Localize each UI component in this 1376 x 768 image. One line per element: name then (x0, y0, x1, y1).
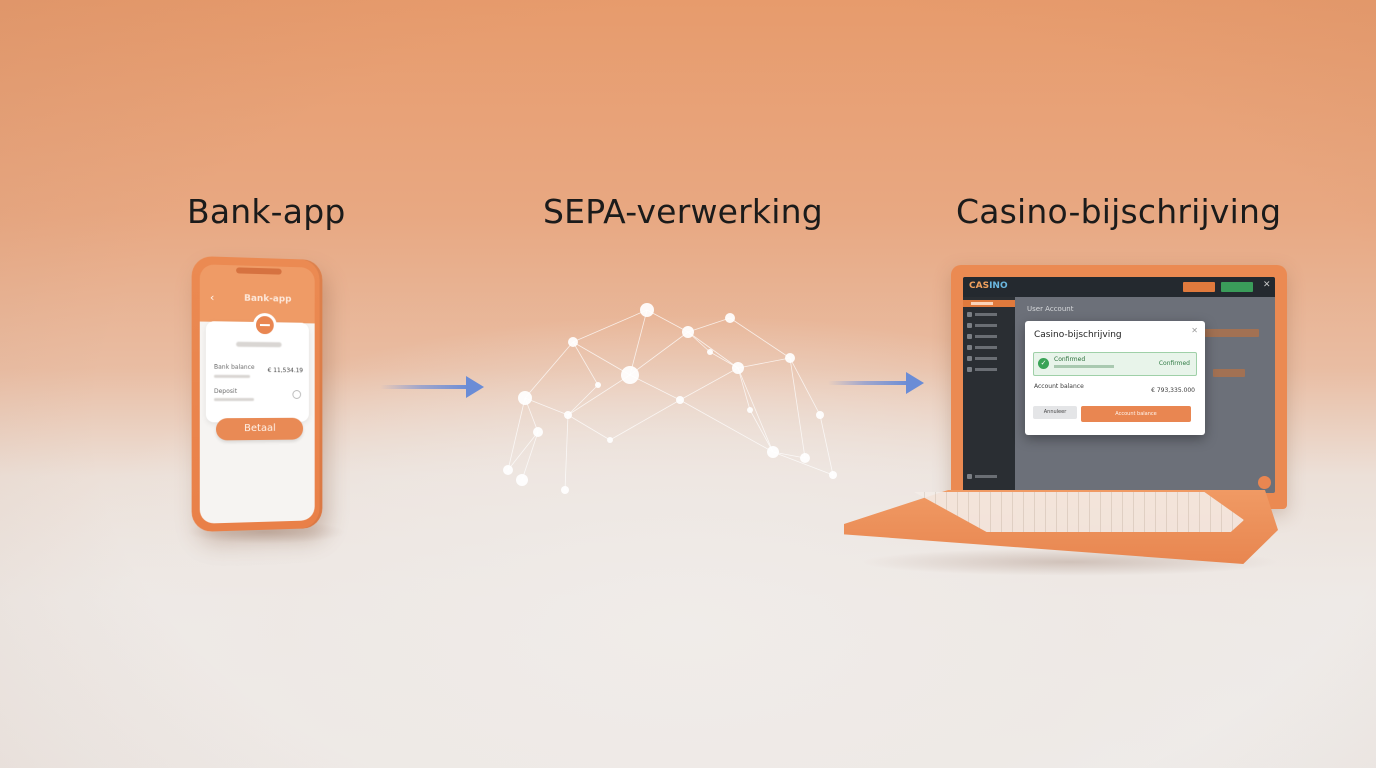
logo-part: INO (989, 281, 1008, 291)
sidebar-item[interactable] (967, 344, 1011, 351)
sidebar-item[interactable] (967, 311, 1011, 318)
phone-notch (236, 267, 282, 275)
laptop-screen: CASINO ✕ User Account Casino-bijschrijvi… (963, 277, 1275, 493)
blurred-text (213, 398, 255, 402)
chevron-left-icon[interactable]: ‹ (209, 290, 215, 305)
laptop-lid: CASINO ✕ User Account Casino-bijschrijvi… (951, 265, 1287, 509)
step-label-sepa: SEPA-verwerking (543, 192, 823, 231)
balance-label: Account balance (1034, 383, 1084, 390)
check-icon: ✓ (1038, 358, 1049, 369)
blurred-text (236, 341, 282, 348)
sidebar-item[interactable] (967, 366, 1011, 373)
flow-arrow-icon (828, 372, 924, 394)
casino-sidebar (963, 297, 1015, 493)
sidebar-item-active[interactable] (963, 300, 1015, 307)
confirm-button[interactable]: Account balance (1081, 406, 1191, 422)
close-icon[interactable]: ✕ (1191, 326, 1198, 335)
balance-value: € 11,534.19 (267, 367, 304, 375)
sidebar-item[interactable] (967, 355, 1011, 362)
phone-app-title: Bank-app (244, 293, 292, 305)
status-badge: Confirmed (1158, 360, 1190, 367)
sidebar-footer[interactable] (967, 473, 1011, 480)
logo-part: CAS (969, 281, 990, 291)
sidebar-item[interactable] (967, 322, 1011, 329)
deposit-button[interactable] (1183, 282, 1215, 292)
network-graph (503, 303, 837, 494)
phone-balance-card: Bank balance € 11,534.19 Deposit (205, 315, 309, 423)
page-title: User Account (1027, 305, 1074, 313)
status-subtext (1054, 365, 1114, 368)
background-row (1203, 329, 1259, 337)
balance-value: € 793,335.000 (1151, 387, 1195, 394)
casino-topbar: CASINO ✕ (963, 277, 1275, 297)
modal-title: Casino-bijschrijving (1034, 330, 1122, 340)
info-icon (292, 390, 302, 399)
blurred-text (213, 374, 251, 378)
phone-screen: ‹ Bank-app Bank balance € 11,534.19 Depo… (199, 264, 315, 524)
balance-label: Bank balance (213, 363, 255, 371)
coin-icon (256, 315, 274, 335)
deposit-label: Deposit (213, 387, 238, 396)
flow-arrow-icon (380, 376, 484, 398)
withdraw-button[interactable] (1221, 282, 1253, 292)
background-row (1213, 369, 1245, 377)
status-banner: ✓ Confirmed Confirmed (1033, 352, 1197, 376)
network-nodes (503, 303, 837, 494)
close-icon[interactable]: ✕ (1263, 280, 1271, 290)
network-edges (507, 309, 834, 491)
casino-credit-modal: Casino-bijschrijving ✕ ✓ Confirmed Confi… (1025, 321, 1205, 435)
sidebar-item[interactable] (967, 333, 1011, 340)
step-label-bank-app: Bank-app (187, 192, 346, 231)
pay-button[interactable]: Betaal (215, 417, 304, 441)
cancel-button[interactable]: Annuleer (1033, 406, 1077, 419)
step-label-casino: Casino-bijschrijving (956, 192, 1282, 231)
chat-icon[interactable] (1258, 476, 1271, 489)
status-title: Confirmed (1054, 356, 1086, 363)
phone-device: ‹ Bank-app Bank balance € 11,534.19 Depo… (191, 255, 323, 533)
casino-logo[interactable]: CASINO (969, 281, 1008, 291)
